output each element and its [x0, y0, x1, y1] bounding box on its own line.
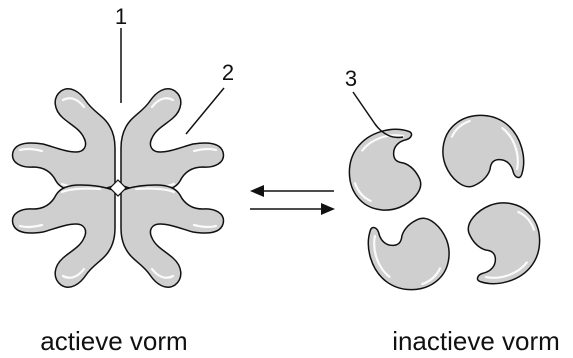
label-3: 3 [345, 66, 357, 91]
active-subunit [120, 88, 225, 192]
label-3-line [352, 91, 404, 139]
arrow-right-head [321, 203, 335, 215]
active-subunit [11, 88, 116, 192]
active-form [11, 88, 225, 288]
label-1: 1 [115, 4, 127, 29]
inactive-subunit [345, 126, 424, 214]
label-2: 2 [222, 60, 234, 85]
inactive-subunit [465, 199, 544, 287]
central-gap [109, 179, 127, 197]
active-subunit [120, 184, 225, 288]
arrow-left-head [250, 185, 264, 197]
inactive-form [345, 111, 544, 294]
equilibrium-arrows [250, 185, 335, 215]
inactive-subunit [365, 215, 453, 294]
inactive-caption: inactieve vorm [392, 326, 560, 356]
active-subunit [11, 184, 116, 288]
label-2-line [185, 87, 225, 135]
inactive-subunit [439, 111, 527, 190]
active-caption: actieve vorm [40, 326, 187, 356]
